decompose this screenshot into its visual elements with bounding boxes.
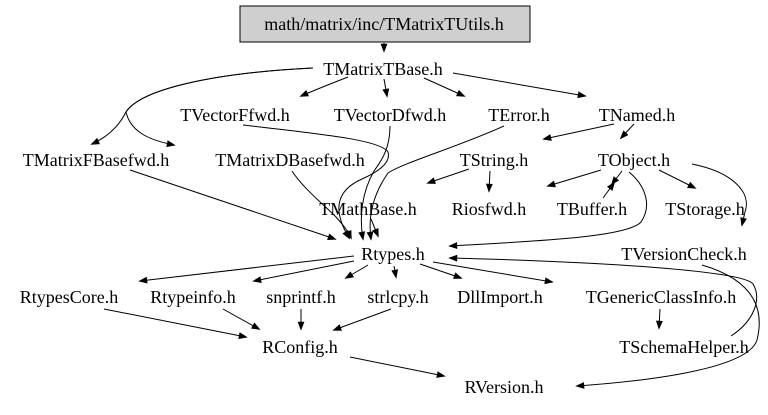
edge-Rtypes-to-Rtypeinfo bbox=[252, 260, 355, 283]
edge-TMatrixFBasefwd-to-Rtypes bbox=[129, 169, 337, 240]
edge-TMatrixDBasefwd-to-Rtypes bbox=[291, 170, 352, 240]
node-label-TNamed: TNamed.h bbox=[599, 105, 675, 125]
node-RtypesCore[interactable]: RtypesCore.h bbox=[20, 287, 119, 307]
node-label-TObject: TObject.h bbox=[598, 150, 670, 170]
node-label-TVectorFfwd: TVectorFfwd.h bbox=[180, 105, 289, 125]
node-TString[interactable]: TString.h bbox=[460, 150, 529, 170]
edge-TObject-to-Rtypes bbox=[448, 171, 648, 250]
node-label-TVersionCheck: TVersionCheck.h bbox=[621, 244, 746, 264]
node-DllImport[interactable]: DllImport.h bbox=[457, 287, 543, 307]
node-strlcpy[interactable]: strlcpy.h bbox=[367, 287, 428, 307]
node-Riosfwd[interactable]: Riosfwd.h bbox=[452, 199, 527, 219]
edge-TVersionCheck-to-RVersion bbox=[575, 264, 760, 389]
node-TNamed[interactable]: TNamed.h bbox=[599, 105, 675, 125]
node-label-TGenericClassInfo: TGenericClassInfo.h bbox=[586, 287, 736, 307]
node-TBuffer[interactable]: TBuffer.h bbox=[557, 199, 627, 219]
edge-TGenericClassInfo-to-TSchemaHelper bbox=[655, 308, 663, 330]
edge-TObject-to-TVersionCheck bbox=[691, 163, 747, 227]
node-TMathBase[interactable]: TMathBase.h bbox=[319, 199, 416, 219]
edge-TMatrixTBase-to-TError bbox=[423, 77, 466, 97]
edge-RtypesCore-to-RConfig bbox=[103, 308, 248, 339]
node-TMatrixDBasefwd[interactable]: TMatrixDBasefwd.h bbox=[215, 150, 364, 170]
node-label-Riosfwd: Riosfwd.h bbox=[452, 199, 527, 219]
node-TSchemaHelper[interactable]: TSchemaHelper.h bbox=[619, 337, 748, 357]
node-label-TString: TString.h bbox=[460, 150, 529, 170]
node-label-snprintf: snprintf.h bbox=[266, 287, 336, 307]
node-label-TMatrixDBasefwd: TMatrixDBasefwd.h bbox=[215, 150, 364, 170]
edge-Rtypes-to-DllImport bbox=[419, 263, 463, 279]
edge-Rtypeinfo-to-RConfig bbox=[222, 308, 261, 330]
node-TVectorFfwd[interactable]: TVectorFfwd.h bbox=[180, 105, 289, 125]
edge-TString-to-TMathBase bbox=[426, 168, 470, 184]
node-label-RConfig: RConfig.h bbox=[262, 337, 338, 357]
node-TVectorDfwd[interactable]: TVectorDfwd.h bbox=[334, 105, 446, 125]
edge-TBuffer-to-TObject bbox=[602, 181, 616, 199]
node-Rtypes[interactable]: Rtypes.h bbox=[361, 244, 425, 264]
node-Rtypeinfo[interactable]: Rtypeinfo.h bbox=[150, 287, 236, 307]
node-TStorage[interactable]: TStorage.h bbox=[665, 199, 744, 219]
node-TMatrixTBase[interactable]: TMatrixTBase.h bbox=[323, 59, 442, 79]
node-label-DllImport: DllImport.h bbox=[457, 287, 543, 307]
node-TVersionCheck[interactable]: TVersionCheck.h bbox=[621, 244, 746, 264]
node-RConfig[interactable]: RConfig.h bbox=[262, 337, 338, 357]
node-label-Rtypeinfo: Rtypeinfo.h bbox=[150, 287, 236, 307]
node-TObject[interactable]: TObject.h bbox=[598, 150, 670, 170]
edge-Rtypes-to-TGenericClassInfo bbox=[432, 261, 554, 285]
node-RVersion[interactable]: RVersion.h bbox=[464, 377, 543, 397]
node-label-TMathBase: TMathBase.h bbox=[319, 199, 416, 219]
node-label-TError: TError.h bbox=[488, 105, 549, 125]
edges-layer bbox=[90, 43, 760, 389]
edge-TObject-to-Riosfwd bbox=[546, 169, 602, 188]
edge-TString-to-Riosfwd bbox=[485, 170, 493, 193]
nodes-layer: math/matrix/inc/TMatrixTUtils.hTMatrixTB… bbox=[20, 5, 749, 397]
node-label-strlcpy: strlcpy.h bbox=[367, 287, 428, 307]
node-label-TSchemaHelper: TSchemaHelper.h bbox=[619, 337, 748, 357]
node-snprintf[interactable]: snprintf.h bbox=[266, 287, 336, 307]
node-TGenericClassInfo[interactable]: TGenericClassInfo.h bbox=[586, 287, 736, 307]
edge-strlcpy-to-RConfig bbox=[332, 308, 392, 331]
edge-Rtypes-to-snprintf bbox=[344, 264, 369, 279]
edge-Rtypes-to-RtypesCore bbox=[138, 255, 355, 284]
edge-RConfig-to-RVersion bbox=[349, 356, 446, 378]
edge-TObject-to-TBuffer bbox=[610, 170, 623, 186]
edge-TMatrixTBase-to-TNamed bbox=[452, 72, 587, 99]
root-node-box bbox=[239, 5, 531, 43]
node-label-TMatrixTUtils: math/matrix/inc/TMatrixTUtils.h bbox=[264, 14, 503, 34]
edge-TNamed-to-TObject bbox=[619, 123, 635, 140]
node-label-RVersion: RVersion.h bbox=[464, 377, 543, 397]
edge-TSchemaHelper-to-Rtypes bbox=[448, 254, 758, 337]
edge-TMathBase-to-Rtypes bbox=[370, 218, 379, 238]
edge-TNamed-to-TString bbox=[542, 123, 615, 141]
edge-TVectorFfwd-to-Rtypes bbox=[242, 124, 389, 240]
node-TMatrixTUtils: math/matrix/inc/TMatrixTUtils.h bbox=[239, 5, 531, 43]
node-label-TBuffer: TBuffer.h bbox=[557, 199, 627, 219]
node-label-Rtypes: Rtypes.h bbox=[361, 244, 425, 264]
edge-TMatrixTBase-to-TVectorDfwd bbox=[382, 78, 390, 98]
edge-TMatrixTBase-to-TVectorFfwd bbox=[299, 76, 349, 97]
node-label-TMatrixTBase: TMatrixTBase.h bbox=[323, 59, 442, 79]
node-label-TVectorDfwd: TVectorDfwd.h bbox=[334, 105, 446, 125]
edge-TError-to-Rtypes bbox=[366, 125, 505, 241]
node-label-TStorage: TStorage.h bbox=[665, 199, 744, 219]
edge-TMatrixTBase-to-TMatrixDBasefwd bbox=[125, 67, 314, 147]
edge-TVectorDfwd-to-Rtypes bbox=[358, 125, 391, 241]
node-label-RtypesCore: RtypesCore.h bbox=[20, 287, 119, 307]
edge-TObject-to-TStorage bbox=[658, 169, 697, 189]
node-label-TMatrixFBasefwd: TMatrixFBasefwd.h bbox=[23, 150, 169, 170]
edge-Rtypes-to-strlcpy bbox=[391, 265, 399, 279]
node-TError[interactable]: TError.h bbox=[488, 105, 549, 125]
node-TMatrixFBasefwd[interactable]: TMatrixFBasefwd.h bbox=[23, 150, 169, 170]
